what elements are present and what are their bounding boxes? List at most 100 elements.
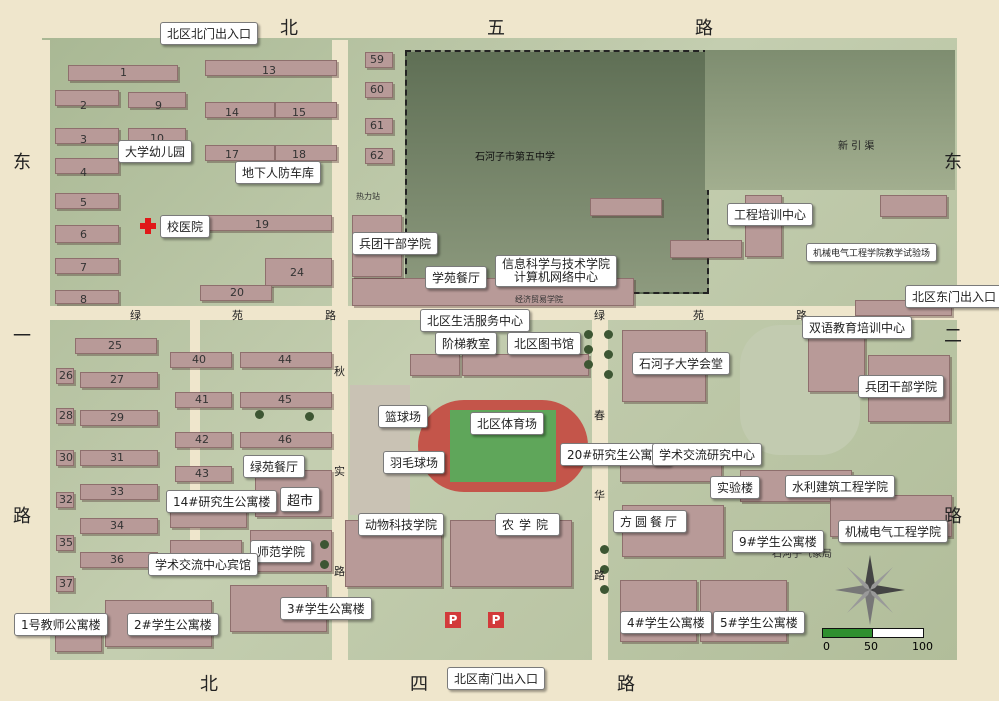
building-num-14: 14 <box>225 106 239 119</box>
tree <box>320 540 329 549</box>
info-science-line: 信息科学与技术学院 <box>502 257 611 271</box>
building-59 <box>365 52 393 68</box>
building-41 <box>175 392 232 408</box>
hydraulic-label[interactable]: 水利建筑工程学院 <box>785 475 896 498</box>
building-num-36: 36 <box>110 553 124 566</box>
lvyuan-canteen-label[interactable]: 绿苑餐厅 <box>243 455 306 478</box>
animal-science-label[interactable]: 动物科技学院 <box>358 513 445 536</box>
building-1 <box>68 65 178 81</box>
building-num-18: 18 <box>292 148 306 161</box>
student-apt-2-label[interactable]: 2#学生公寓楼 <box>127 613 219 636</box>
parking-letter: P <box>491 613 501 627</box>
road-west-char-1: 东 <box>13 152 31 173</box>
road-qiushi-char-3: 路 <box>334 565 345 578</box>
road-east-char-1: 东 <box>944 152 962 173</box>
building-37 <box>56 576 74 592</box>
building-num-9: 9 <box>155 99 162 112</box>
air-defense-label[interactable]: 地下人防车库 <box>235 161 322 184</box>
tree <box>600 585 609 594</box>
building-num-45: 45 <box>278 393 292 406</box>
compass-rose-icon <box>835 555 905 625</box>
kindergarten-label[interactable]: 大学幼儿园 <box>118 140 193 163</box>
north-gate-label[interactable]: 北区北门出入口 <box>160 22 259 45</box>
building-14 <box>205 102 275 118</box>
building-num-28: 28 <box>59 409 73 422</box>
bilingual-label[interactable]: 双语教育培训中心 <box>802 316 913 339</box>
building-num-26: 26 <box>59 369 73 382</box>
building-44 <box>240 352 332 368</box>
building-num-8: 8 <box>80 293 87 306</box>
road-south-char-1: 北 <box>200 674 218 695</box>
tree <box>584 330 593 339</box>
grad-20-label[interactable]: 20#研究生公寓楼 <box>560 443 672 466</box>
road-east <box>957 0 999 701</box>
north-east-buildings-2 <box>670 240 742 258</box>
building-num-33: 33 <box>110 485 124 498</box>
north-east-green <box>705 50 955 190</box>
building-42 <box>175 432 232 448</box>
building-28 <box>56 408 74 424</box>
tree <box>604 330 613 339</box>
road-lvyuan-char-5: 苑 <box>693 309 704 322</box>
library-label[interactable]: 北区图书馆 <box>507 332 582 355</box>
road-north-char-2: 五 <box>487 18 505 39</box>
road-south-char-2: 四 <box>410 674 428 695</box>
cadre-school-2-label[interactable]: 兵团干部学院 <box>858 375 945 398</box>
south-gate-label[interactable]: 北区南门出入口 <box>447 667 546 690</box>
auditorium-label[interactable]: 石河子大学会堂 <box>632 352 731 375</box>
tree <box>255 410 264 419</box>
fifth-school-label: 石河子市第五中学 <box>475 152 555 163</box>
teacher-apt-1-label[interactable]: 1号教师公寓楼 <box>14 613 108 636</box>
grad-14-label[interactable]: 14#研究生公寓楼 <box>166 490 278 513</box>
road-chunhua-char-1: 春 <box>594 409 605 422</box>
building-9 <box>128 92 186 108</box>
student-apt-9-label[interactable]: 9#学生公寓楼 <box>732 530 824 553</box>
info-science-label[interactable]: 信息科学与技术学院 计算机网络中心 <box>495 255 618 287</box>
network-center-line: 计算机网络中心 <box>514 270 599 284</box>
normal-college-label[interactable]: 师范学院 <box>250 540 313 563</box>
building-18 <box>275 145 337 161</box>
building-17 <box>205 145 275 161</box>
student-apt-4-label[interactable]: 4#学生公寓楼 <box>620 611 712 634</box>
building-num-3: 3 <box>80 133 87 146</box>
road-inner-west <box>42 40 50 660</box>
building-8 <box>55 290 119 304</box>
student-apt-5-label[interactable]: 5#学生公寓楼 <box>713 611 805 634</box>
supermarket-label[interactable]: 超市 <box>280 487 321 512</box>
tree <box>305 412 314 421</box>
basketball-label[interactable]: 篮球场 <box>378 405 429 428</box>
agriculture-label[interactable]: 农学院 <box>495 513 561 536</box>
lecture-hall-label[interactable]: 阶梯教室 <box>435 332 498 355</box>
building-num-25: 25 <box>108 339 122 352</box>
tree <box>600 545 609 554</box>
building-20 <box>200 285 272 301</box>
stadium-label[interactable]: 北区体育场 <box>470 412 545 435</box>
lecture-building <box>410 354 460 376</box>
building-num-60: 60 <box>370 83 384 96</box>
life-service-label[interactable]: 北区生活服务中心 <box>420 309 531 332</box>
building-31 <box>80 450 158 466</box>
road-south-char-3: 路 <box>617 674 635 695</box>
badminton-label[interactable]: 羽毛球场 <box>383 451 446 474</box>
building-num-15: 15 <box>292 106 306 119</box>
hospital-label[interactable]: 校医院 <box>160 215 211 238</box>
building-num-34: 34 <box>110 519 124 532</box>
academic-hotel-label[interactable]: 学术交流中心宾馆 <box>148 553 259 576</box>
lab-building-label[interactable]: 实验楼 <box>710 476 761 499</box>
hospital-cross-icon <box>140 218 156 234</box>
road-chunhua-char-2: 华 <box>594 489 605 502</box>
building-num-30: 30 <box>59 451 73 464</box>
cadre-school-1-label[interactable]: 兵团干部学院 <box>352 232 439 255</box>
fangyuan-canteen-label[interactable]: 方圆餐厅 <box>613 510 688 533</box>
east-gate-label[interactable]: 北区东门出入口 <box>905 285 999 308</box>
info-science-building <box>352 278 634 306</box>
student-apt-3-label[interactable]: 3#学生公寓楼 <box>280 597 372 620</box>
xueyuan-canteen-label[interactable]: 学苑餐厅 <box>425 266 488 289</box>
building-num-7: 7 <box>80 261 87 274</box>
engineering-training-label[interactable]: 工程培训中心 <box>727 203 814 226</box>
academic-research-label[interactable]: 学术交流研究中心 <box>652 443 763 466</box>
mech-elec-label[interactable]: 机械电气工程学院 <box>838 520 949 543</box>
road-lvyuan-char-2: 苑 <box>232 309 243 322</box>
building-num-27: 27 <box>110 373 124 386</box>
mech-elec-test-label[interactable]: 机械电气工程学院教学试验场 <box>806 243 938 262</box>
